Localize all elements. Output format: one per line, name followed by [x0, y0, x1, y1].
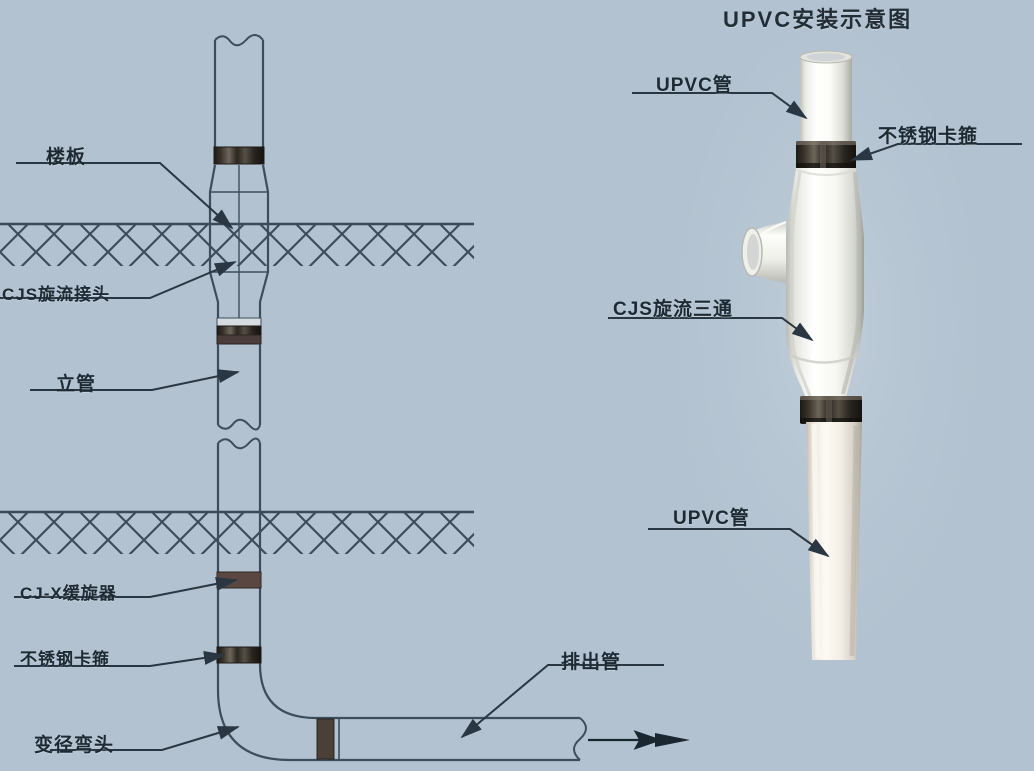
label-floor-slab: 楼板 [46, 147, 87, 168]
leader-lines-right [608, 92, 1022, 558]
label-reducing-elbow: 变径弯头 [34, 735, 115, 756]
lower-floor-slab [0, 510, 474, 554]
label-stainless-clamp-left: 不锈钢卡箍 [20, 650, 110, 669]
upvc-photo-artwork [673, 30, 983, 690]
label-cjs-swirl-joint: CJS旋流接头 [2, 285, 111, 304]
label-riser-pipe: 立管 [56, 374, 97, 395]
discharge-pipe-graphic [290, 716, 690, 762]
label-upvc-pipe-bottom: UPVC管 [673, 508, 750, 529]
leader-lines-left [0, 162, 664, 751]
label-discharge-pipe: 排出管 [561, 652, 622, 673]
label-stainless-clamp-right: 不锈钢卡箍 [878, 126, 979, 147]
page-title: UPVC安装示意图 [723, 7, 913, 32]
riser-lower-assembly [216, 437, 317, 762]
upper-floor-slab [0, 222, 474, 266]
label-cjx-deswirler: CJ-X缓旋器 [20, 584, 117, 603]
label-cjs-swirl-tee: CJS旋流三通 [613, 299, 733, 320]
label-upvc-pipe-top: UPVC管 [656, 75, 733, 96]
